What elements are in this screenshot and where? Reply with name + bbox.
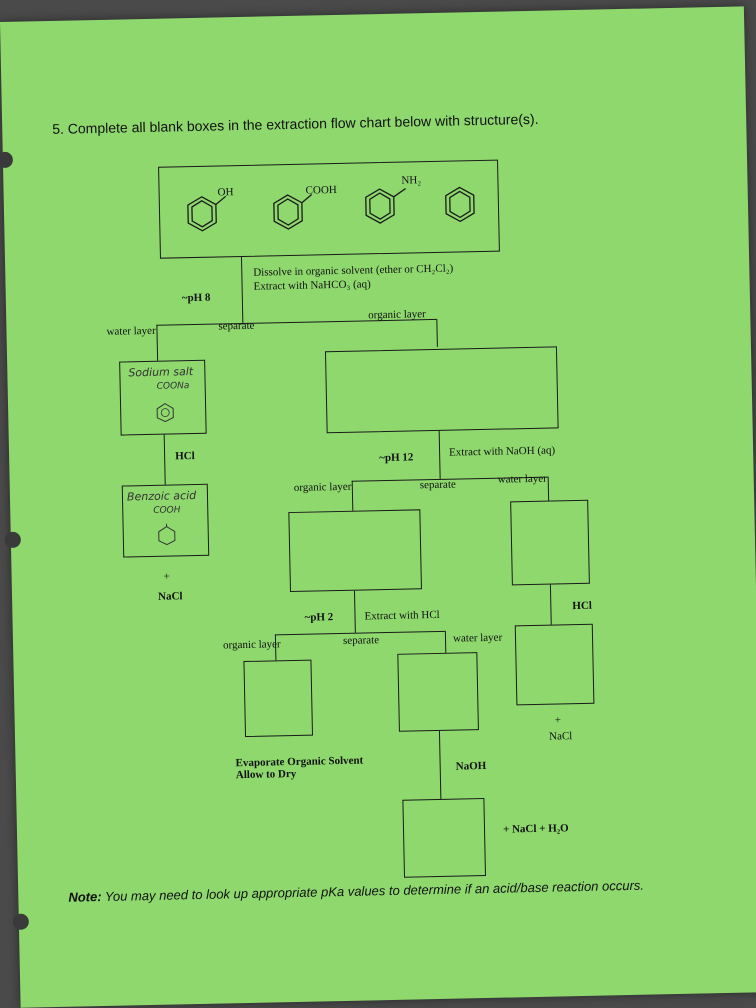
blank-answer-box-5[interactable] bbox=[243, 659, 314, 738]
connector bbox=[444, 630, 447, 653]
plus-sign-2: + bbox=[554, 714, 562, 727]
handwritten-ring-sketch bbox=[158, 523, 176, 546]
hydroxyl-label: OH bbox=[217, 186, 234, 199]
blank-answer-box-6[interactable] bbox=[397, 652, 479, 732]
step3-instruction: Extract with HCl bbox=[364, 608, 440, 623]
ph-2-label: ~pH 2 bbox=[304, 611, 334, 624]
handwritten-salt-label: Sodium salt bbox=[128, 365, 194, 380]
naoh-label: NaOH bbox=[455, 759, 487, 773]
step3-center-label: separate bbox=[342, 634, 380, 647]
binder-hole bbox=[0, 151, 14, 169]
sodium-salt-box: Sodium salt COONa bbox=[119, 359, 207, 436]
blank-answer-box-4[interactable] bbox=[514, 623, 595, 706]
step1-instruction-2: Extract with NaHCO₃ (aq) bbox=[253, 278, 371, 293]
step2-right-label: water layer bbox=[497, 472, 547, 486]
connector bbox=[436, 318, 439, 347]
starting-mixture-box: OH COOH NH₂ bbox=[158, 159, 500, 259]
binder-hole bbox=[4, 531, 22, 549]
evaporate-line-2: Allow to Dry bbox=[235, 767, 297, 782]
hcl-label-2: HCl bbox=[572, 599, 593, 613]
carboxyl-label: COOH bbox=[305, 183, 337, 197]
question-title: 5. Complete all blank boxes in the extra… bbox=[52, 110, 539, 137]
benzene-structure bbox=[445, 186, 475, 223]
handwritten-cooh: COOH bbox=[153, 505, 181, 516]
benzoic-acid-structure bbox=[273, 194, 313, 230]
evaporate-line-1: Evaporate Organic Solvent bbox=[235, 754, 364, 770]
worksheet-page: 5. Complete all blank boxes in the extra… bbox=[0, 6, 756, 1008]
step1-right-label: organic layer bbox=[368, 308, 426, 322]
benzoic-acid-box: Benzoic acid COOH bbox=[121, 483, 210, 558]
connector bbox=[547, 476, 550, 501]
blank-answer-box-2[interactable] bbox=[288, 509, 422, 593]
plus-sign-1: + bbox=[163, 570, 170, 583]
connector bbox=[163, 434, 167, 485]
amine-label: NH₂ bbox=[401, 174, 422, 187]
connector bbox=[549, 584, 553, 625]
handwritten-coona: COONa bbox=[156, 381, 190, 392]
step1-left-label: water layer bbox=[106, 324, 156, 338]
note-paragraph: Note: You may need to look up appropriat… bbox=[68, 876, 688, 906]
binder-hole bbox=[12, 913, 30, 930]
ph-8-label: ~pH 8 bbox=[181, 291, 211, 305]
connector bbox=[351, 480, 354, 511]
handwritten-acid-label: Benzoic acid bbox=[126, 488, 197, 504]
blank-answer-box-7[interactable] bbox=[402, 798, 486, 878]
ph-12-label: ~pH 12 bbox=[379, 451, 414, 465]
step2-center-label: separate bbox=[419, 478, 456, 492]
starting-structures bbox=[187, 186, 475, 232]
blank-answer-box-3[interactable] bbox=[510, 499, 590, 586]
phenol-structure bbox=[187, 195, 227, 232]
connector bbox=[240, 256, 244, 323]
connector bbox=[353, 590, 357, 633]
hcl-label-1: HCl bbox=[175, 450, 195, 463]
products-label: + NaCl + H₂O bbox=[502, 822, 569, 836]
step3-right-label: water layer bbox=[452, 631, 503, 645]
step1-center-label: separate bbox=[218, 319, 255, 333]
nacl-label-2: NaCl bbox=[548, 730, 573, 743]
nacl-label-1: NaCl bbox=[157, 590, 183, 603]
aniline-structure bbox=[365, 188, 406, 224]
blank-answer-box-1[interactable] bbox=[324, 346, 559, 434]
step1-instruction-1: Dissolve in organic solvent (ether or CH… bbox=[253, 262, 454, 279]
handwritten-ring-sketch bbox=[156, 403, 174, 423]
step2-instruction: Extract with NaOH (aq) bbox=[448, 444, 556, 459]
step3-left-label: organic layer bbox=[222, 638, 281, 652]
note-text: You may need to look up appropriate pKa … bbox=[104, 877, 645, 904]
connector bbox=[438, 430, 442, 479]
note-label: Note: bbox=[68, 889, 102, 905]
connector bbox=[438, 730, 442, 799]
connector bbox=[156, 324, 159, 361]
step2-left-label: organic layer bbox=[293, 480, 352, 494]
